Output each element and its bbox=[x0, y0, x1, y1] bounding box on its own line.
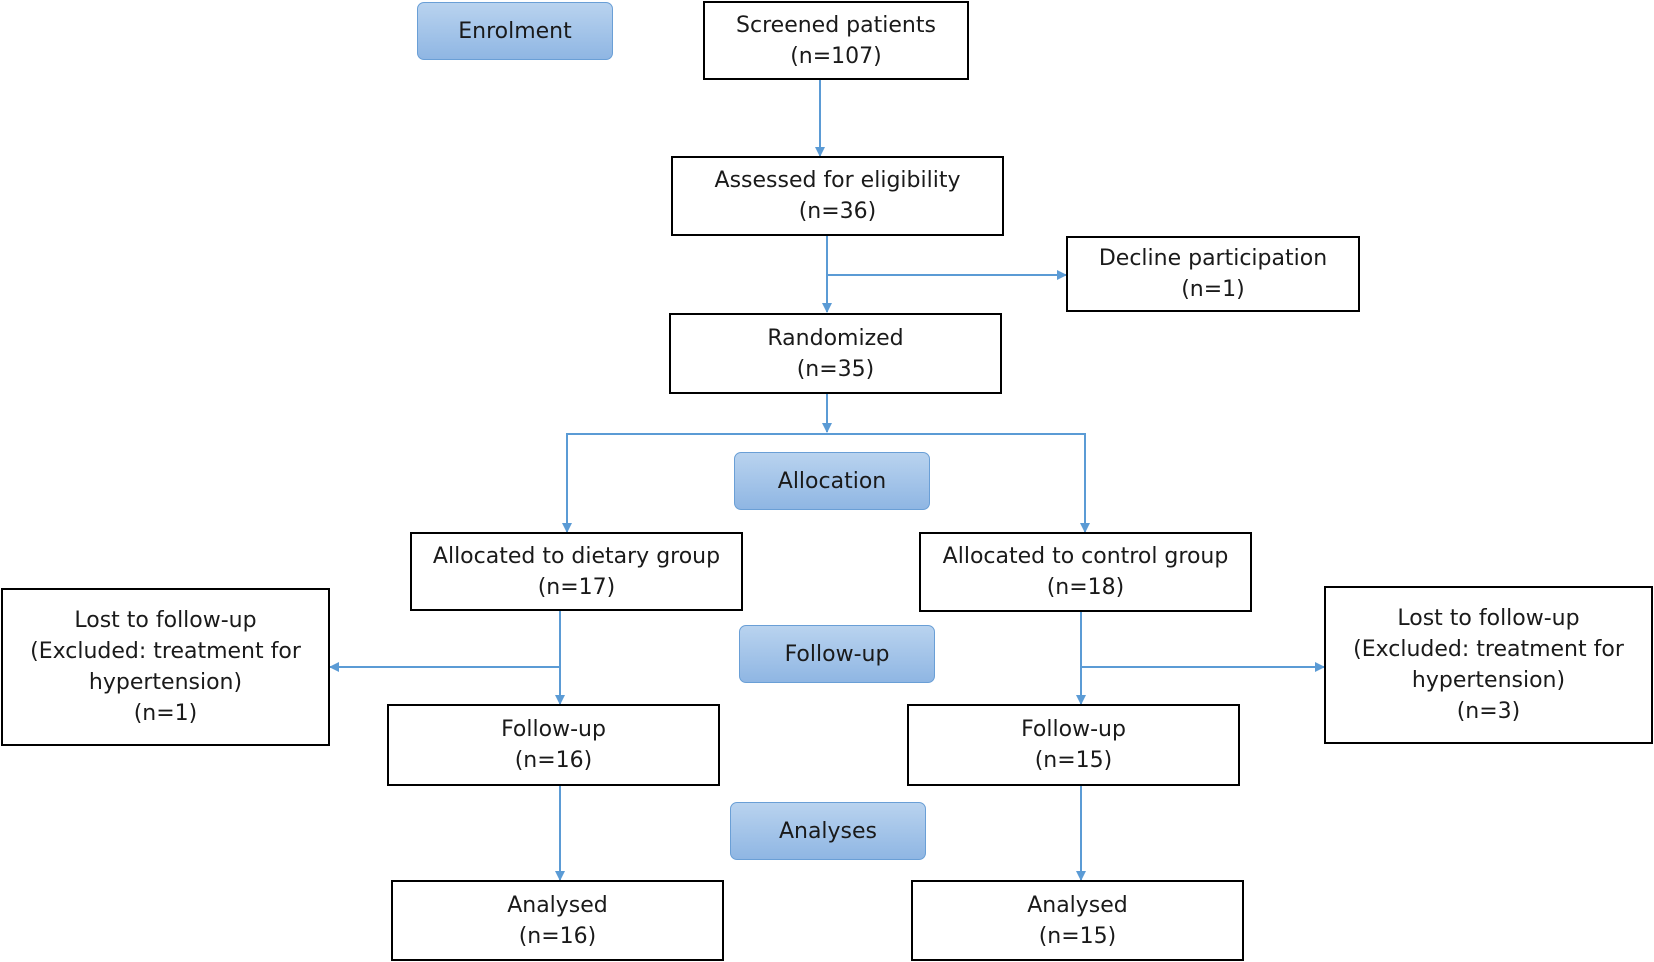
box-screened-patients: Screened patients (n=107) bbox=[703, 1, 969, 80]
stage-analyses-label: Analyses bbox=[778, 818, 878, 844]
box-followup-dietary: Follow-up (n=16) bbox=[387, 704, 720, 786]
box-analysed-control-line-2: (n=15) bbox=[1038, 923, 1117, 949]
box-declined-line-1: Decline participation bbox=[1098, 246, 1328, 271]
box-declined-line-2: (n=1) bbox=[1181, 277, 1245, 302]
box-allocated-dietary: Allocated to dietary group (n=17) bbox=[410, 532, 743, 611]
box-analysed-dietary-line-1: Analysed bbox=[507, 892, 608, 918]
box-followup-dietary-line-1: Follow-up bbox=[501, 717, 606, 742]
box-screened-line-2: (n=107) bbox=[790, 43, 882, 69]
stage-allocation: Allocation bbox=[734, 452, 930, 510]
box-lost-control-line-1: Lost to follow-up bbox=[1397, 606, 1580, 631]
box-allocated-dietary-line-2: (n=17) bbox=[537, 574, 616, 600]
box-assessed-eligibility: Assessed for eligibility (n=36) bbox=[671, 156, 1004, 236]
box-randomized-line-2: (n=35) bbox=[796, 356, 875, 382]
box-allocated-control-line-1: Allocated to control group bbox=[942, 544, 1229, 569]
box-followup-dietary-line-2: (n=16) bbox=[514, 748, 593, 773]
allocation-split-line bbox=[566, 433, 1086, 532]
box-analysed-dietary-line-2: (n=16) bbox=[518, 923, 597, 949]
box-analysed-control-line-1: Analysed bbox=[1027, 892, 1128, 918]
box-lost-dietary: Lost to follow-up (Excluded: treatment f… bbox=[1, 588, 330, 746]
box-allocated-control: Allocated to control group (n=18) bbox=[919, 532, 1252, 612]
stage-allocation-label: Allocation bbox=[777, 468, 887, 494]
box-lost-dietary-line-4: (n=1) bbox=[133, 701, 198, 726]
box-screened-line-1: Screened patients bbox=[736, 12, 936, 38]
box-allocated-dietary-line-1: Allocated to dietary group bbox=[432, 543, 721, 569]
box-lost-control-line-4: (n=3) bbox=[1456, 699, 1521, 724]
box-followup-control-line-2: (n=15) bbox=[1034, 748, 1113, 773]
box-followup-control-line-1: Follow-up bbox=[1021, 717, 1126, 742]
box-decline-participation: Decline participation (n=1) bbox=[1066, 236, 1360, 312]
stage-analyses: Analyses bbox=[730, 802, 926, 860]
stage-follow-up: Follow-up bbox=[739, 625, 935, 683]
box-assessed-line-2: (n=36) bbox=[798, 199, 877, 224]
box-lost-control: Lost to follow-up (Excluded: treatment f… bbox=[1324, 586, 1653, 744]
box-randomized-line-1: Randomized bbox=[767, 325, 904, 351]
box-lost-control-line-2: (Excluded: treatment for bbox=[1353, 637, 1624, 662]
stage-follow-up-label: Follow-up bbox=[784, 641, 890, 667]
box-lost-dietary-line-3: hypertension) bbox=[88, 670, 243, 695]
box-assessed-line-1: Assessed for eligibility bbox=[714, 168, 961, 193]
box-allocated-control-line-2: (n=18) bbox=[1046, 575, 1125, 600]
box-lost-control-line-3: hypertension) bbox=[1411, 668, 1566, 693]
box-lost-dietary-line-1: Lost to follow-up bbox=[74, 608, 257, 633]
box-lost-dietary-line-2: (Excluded: treatment for bbox=[30, 639, 301, 664]
box-analysed-control: Analysed (n=15) bbox=[911, 880, 1244, 961]
box-randomized: Randomized (n=35) bbox=[669, 313, 1002, 394]
stage-enrolment: Enrolment bbox=[417, 2, 613, 60]
box-followup-control: Follow-up (n=15) bbox=[907, 704, 1240, 786]
box-analysed-dietary: Analysed (n=16) bbox=[391, 880, 724, 961]
stage-enrolment-label: Enrolment bbox=[458, 18, 572, 44]
